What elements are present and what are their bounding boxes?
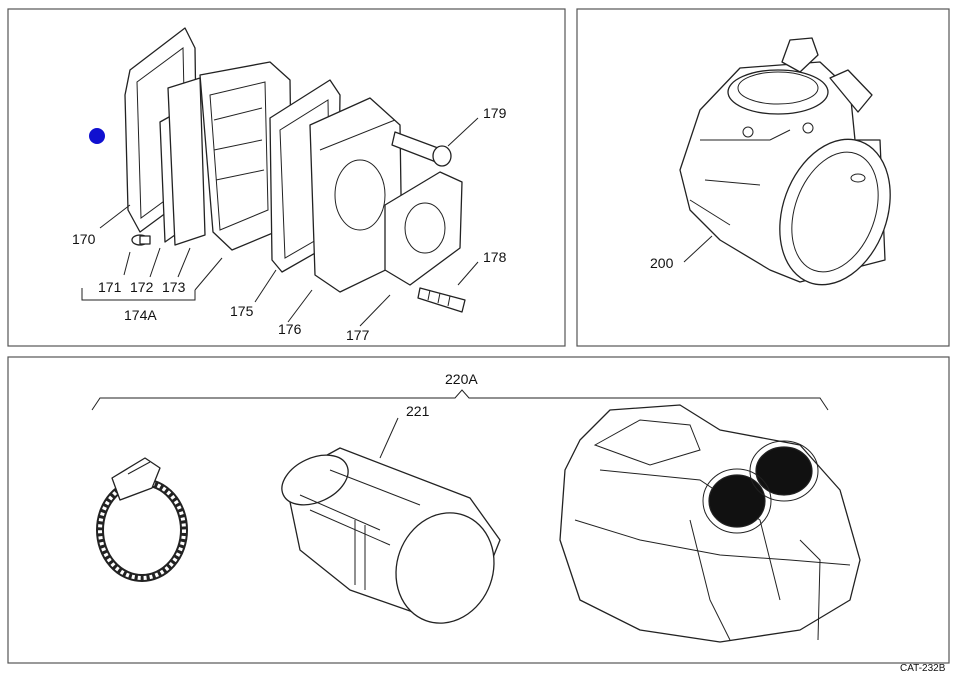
callout-221: 221: [406, 403, 430, 419]
stud-178: [417, 287, 466, 313]
callout-178: 178: [483, 249, 507, 265]
reed-valve-assembly-drawing: [124, 27, 466, 313]
leader-lines-reed-valve: [81, 117, 479, 327]
callout-171: 171: [98, 279, 122, 295]
screw-171: [131, 234, 151, 246]
intake-sleeve-221: [281, 447, 501, 624]
callout-174a: 174A: [124, 307, 157, 323]
callout-177: 177: [346, 327, 370, 343]
callout-173: 173: [162, 279, 186, 295]
hose-clamp-drawing: [96, 457, 188, 582]
selection-marker-icon[interactable]: [89, 128, 105, 144]
reed-stop-173: [167, 77, 206, 246]
leader-200: [683, 235, 713, 263]
silencer-inlet-lower: [708, 474, 766, 528]
callout-172: 172: [130, 279, 154, 295]
gasket-177: [384, 171, 463, 286]
fuel-inlet-fitting: [781, 37, 819, 73]
fuel-pump-fitting: [829, 69, 873, 113]
carburetor-throat: [779, 138, 891, 286]
callout-175: 175: [230, 303, 254, 319]
bracket-220a: [91, 389, 829, 411]
intake-silencer-box-drawing: [559, 404, 861, 643]
callout-170: 170: [72, 231, 96, 247]
silencer-inlet-upper: [755, 446, 813, 496]
callout-179: 179: [483, 105, 507, 121]
bolt-179: [391, 131, 452, 167]
clamp-screw-housing: [111, 457, 161, 501]
carburetor-top-cap: [727, 69, 829, 115]
leader-221: [379, 417, 399, 459]
figure-code: CAT-232B: [900, 663, 946, 673]
callout-220a: 220A: [445, 371, 478, 387]
callout-200: 200: [650, 255, 674, 271]
callout-176: 176: [278, 321, 302, 337]
carburetor-drawing: [679, 37, 891, 286]
